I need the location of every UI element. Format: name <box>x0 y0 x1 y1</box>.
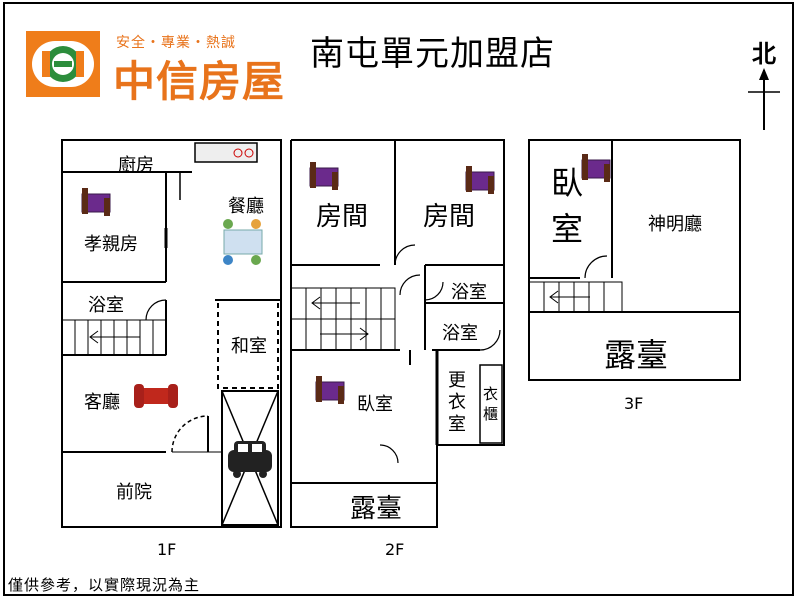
f3-outline <box>528 139 741 381</box>
room-label-dressing-room: 更衣室 <box>448 370 466 435</box>
floor-plan-frame <box>3 2 794 596</box>
compass-north-label: 北 <box>752 40 776 68</box>
floor-label-3f: 3F <box>624 394 644 413</box>
room-label-bedroom-3f: 臥室 <box>551 164 584 248</box>
floor-label-1f: 1F <box>157 540 177 559</box>
car-icon <box>228 441 272 478</box>
sofa-icon <box>134 384 178 408</box>
brand-name: 中信房屋 <box>113 57 286 106</box>
room-label-bathroom: 浴室 <box>88 295 124 316</box>
room-label-terrace-3f: 露臺 <box>604 336 669 374</box>
brand-slogan: 安全・專業・熱誠 <box>116 35 236 51</box>
bed-icon <box>309 162 339 190</box>
brand-logo <box>26 31 100 97</box>
room-label-bathroom-a: 浴室 <box>451 282 487 303</box>
dining-table-icon <box>223 219 263 265</box>
room-label-terrace-2f: 露臺 <box>350 494 403 524</box>
room-label-wardrobe: 衣櫃 <box>483 385 499 423</box>
disclaimer-note: 僅供參考，以實際現況為主 <box>8 576 201 594</box>
stove-icon <box>233 148 254 158</box>
room-label-shrine-hall: 神明廳 <box>648 214 702 235</box>
bed-icon <box>81 188 111 216</box>
room-label-room-b: 房間 <box>423 202 476 232</box>
bed-icon <box>581 154 611 182</box>
brand-logo-mark <box>26 31 100 97</box>
room-label-room-a: 房間 <box>316 202 369 232</box>
room-label-front-yard: 前院 <box>116 482 152 503</box>
room-label-japanese-room: 和室 <box>231 336 267 357</box>
floor-label-2f: 2F <box>385 540 405 559</box>
room-label-parent-room: 孝親房 <box>84 234 138 255</box>
bed-icon <box>465 166 495 194</box>
room-label-kitchen: 廚房 <box>118 155 154 176</box>
room-label-dining: 餐廳 <box>228 196 264 217</box>
room-label-living: 客廳 <box>84 392 120 413</box>
store-name: 南屯單元加盟店 <box>310 34 555 74</box>
room-label-bathroom-b: 浴室 <box>442 323 478 344</box>
room-label-bedroom: 臥室 <box>357 394 393 415</box>
bed-icon <box>315 376 345 404</box>
